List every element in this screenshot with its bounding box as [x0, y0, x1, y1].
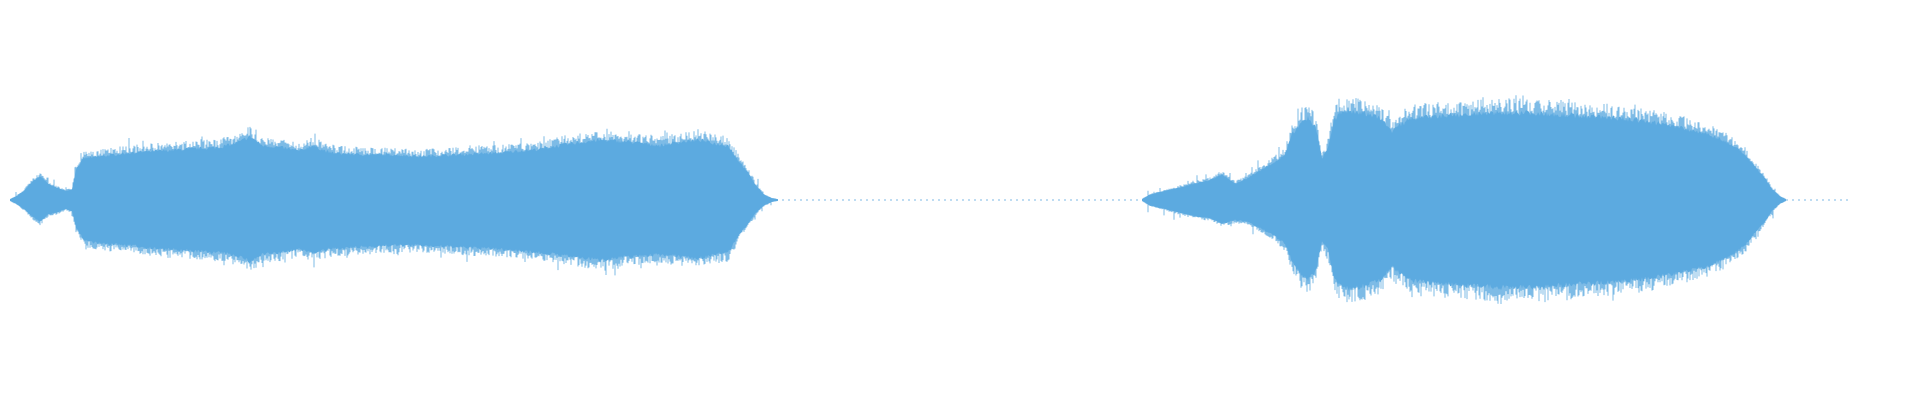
waveform-clip-1	[10, 126, 778, 276]
waveform-peaks	[1142, 95, 1786, 304]
waveform-peaks	[10, 126, 776, 276]
waveform-clip-2	[1142, 95, 1786, 304]
